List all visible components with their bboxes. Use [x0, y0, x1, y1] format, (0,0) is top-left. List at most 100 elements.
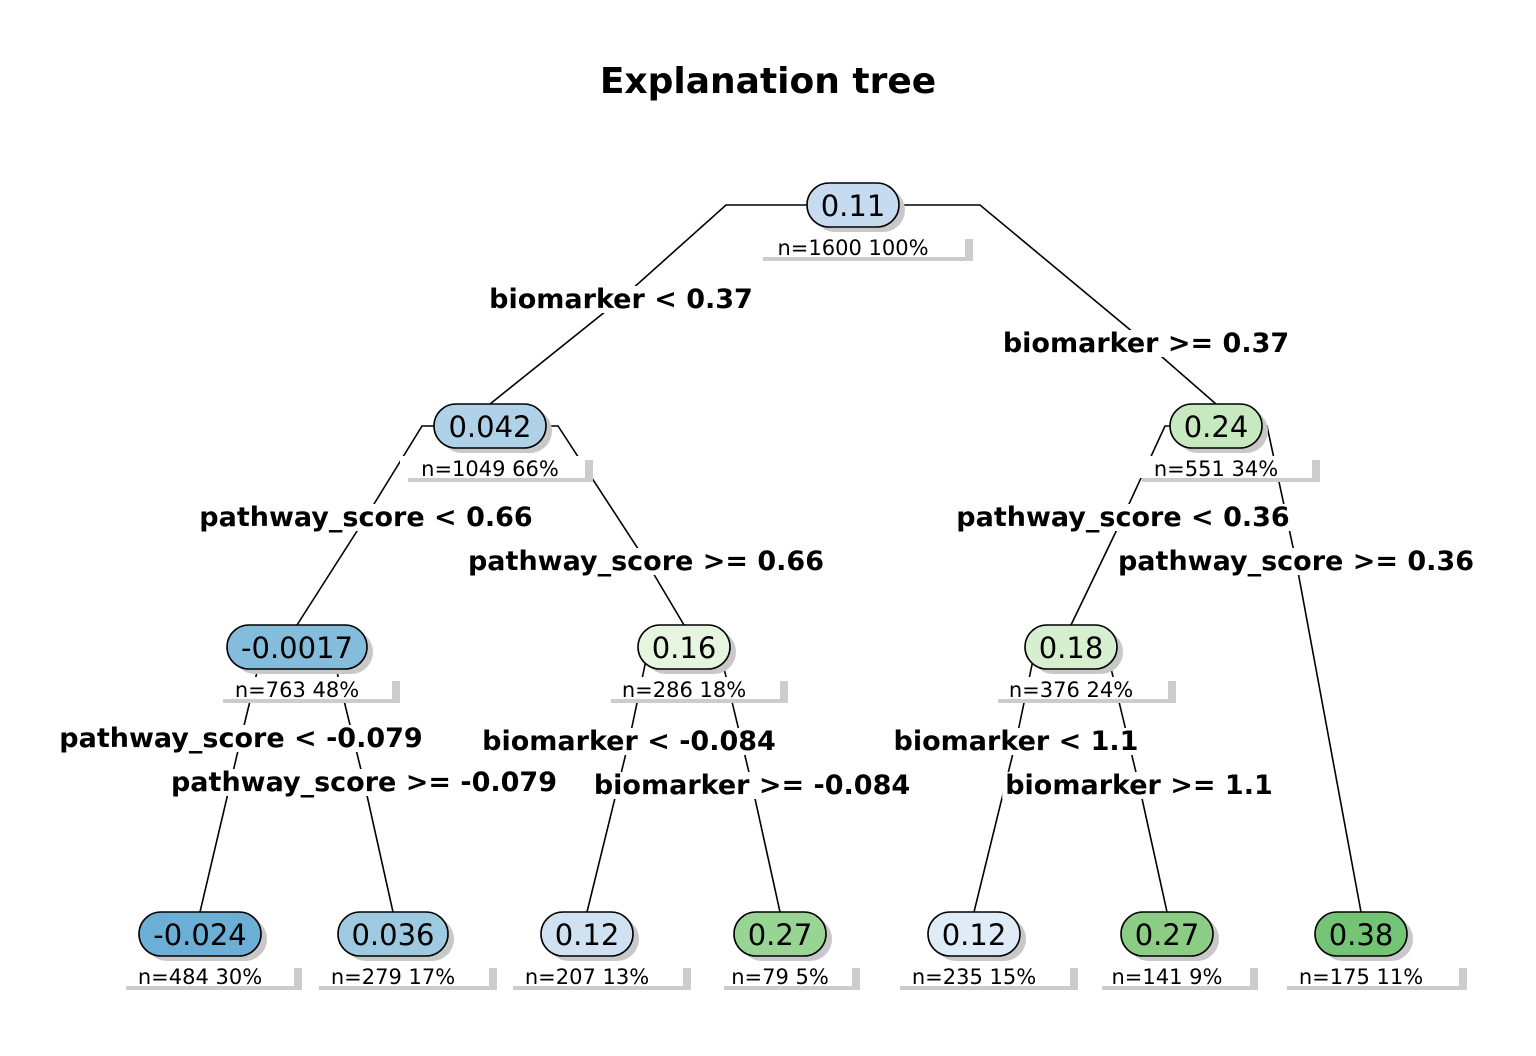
- split-label: biomarker < 1.1: [894, 726, 1139, 757]
- stat-box: [755, 235, 965, 257]
- split-label: pathway_score < 0.66: [199, 502, 532, 533]
- split-label-group: biomarker < -0.084: [479, 726, 779, 757]
- split-label-background: [1114, 548, 1478, 575]
- node-value: 0.042: [448, 410, 531, 444]
- split-label-group: biomarker >= 1.1: [1002, 770, 1276, 801]
- node-value: 0.12: [942, 918, 1007, 952]
- node-box: [1024, 624, 1118, 670]
- split-label-background: [590, 772, 914, 799]
- stat-box: [505, 964, 683, 986]
- split-label-background: [56, 725, 426, 752]
- node-stat: n=763 48%: [235, 678, 359, 702]
- node-stat: n=1049 66%: [421, 457, 559, 481]
- node-value: -0.024: [153, 918, 247, 952]
- split-label-background: [167, 769, 561, 796]
- split-label-background: [1002, 772, 1276, 799]
- leaf-node: 0.27: [733, 911, 832, 961]
- stat-box: [400, 456, 585, 478]
- split-label: biomarker < 0.37: [489, 284, 753, 315]
- chart-title: Explanation tree: [600, 61, 936, 102]
- node-box: [1169, 403, 1263, 449]
- node-box: [226, 624, 368, 670]
- leaf-node: 0.12: [540, 911, 639, 961]
- split-label: pathway_score >= 0.36: [1118, 546, 1474, 577]
- split-label-group: biomarker >= -0.084: [590, 770, 914, 801]
- leaf-node: 0.27: [1120, 911, 1219, 961]
- node-box: [733, 911, 827, 957]
- stat-box: [603, 677, 780, 699]
- split-edge: [546, 425, 685, 626]
- split-label-group: pathway_score < 0.66: [196, 502, 536, 533]
- stat-box: [892, 964, 1070, 986]
- node-value: 0.18: [1039, 631, 1104, 665]
- stat-box: [990, 677, 1168, 699]
- split-edge: [1262, 425, 1362, 913]
- split-label: biomarker >= 0.37: [1003, 328, 1289, 359]
- leaf-node: 0.036: [337, 911, 454, 961]
- split-label-background: [464, 548, 828, 575]
- split-label: biomarker >= 1.1: [1005, 770, 1273, 801]
- node-value: 0.12: [555, 918, 620, 952]
- node-box: [1314, 911, 1408, 957]
- stat-box: [1279, 964, 1459, 986]
- node-stat: n=175 11%: [1299, 965, 1423, 989]
- split-edge: [489, 204, 807, 405]
- split-node: 0.16: [637, 624, 736, 674]
- stat-box: [118, 964, 294, 986]
- split-label-group: pathway_score < 0.36: [953, 502, 1293, 533]
- split-label-background: [486, 286, 756, 313]
- node-box: [637, 624, 731, 670]
- split-label-group: pathway_score >= -0.079: [167, 767, 561, 798]
- node-stat: n=551 34%: [1154, 457, 1278, 481]
- node-stat: n=376 24%: [1009, 678, 1133, 702]
- split-node: 0.24: [1169, 403, 1268, 453]
- split-label: biomarker >= -0.084: [594, 770, 910, 801]
- node-value: 0.24: [1184, 410, 1249, 444]
- node-box: [1120, 911, 1214, 957]
- leaf-node: -0.024: [138, 911, 267, 961]
- stat-box: [215, 677, 392, 699]
- node-box: [337, 911, 449, 957]
- split-node: 0.042: [433, 403, 552, 453]
- stat-box: [1094, 964, 1250, 986]
- split-label: biomarker < -0.084: [482, 726, 776, 757]
- split-label-background: [999, 330, 1293, 357]
- node-box: [433, 403, 547, 449]
- split-label-background: [953, 504, 1293, 531]
- node-value: 0.27: [1135, 918, 1200, 952]
- leaf-node: 0.38: [1314, 911, 1413, 961]
- split-label-group: pathway_score >= 0.66: [464, 546, 828, 577]
- node-box: [138, 911, 262, 957]
- node-stat: n=1600 100%: [777, 236, 928, 260]
- split-node: 0.18: [1024, 624, 1123, 674]
- stat-box: [716, 964, 852, 986]
- split-label-group: biomarker >= 0.37: [999, 328, 1293, 359]
- node-stat: n=141 9%: [1112, 965, 1223, 989]
- node-box: [540, 911, 634, 957]
- node-box: [806, 182, 900, 228]
- node-value: 0.16: [652, 631, 717, 665]
- node-stat: n=286 18%: [622, 678, 746, 702]
- stat-box: [311, 964, 489, 986]
- split-label-background: [196, 504, 536, 531]
- split-label-group: biomarker < 0.37: [486, 284, 756, 315]
- node-stat: n=79 5%: [731, 965, 829, 989]
- split-node: -0.0017: [226, 624, 373, 674]
- node-value: 0.27: [748, 918, 813, 952]
- node-stat: n=279 17%: [331, 965, 455, 989]
- split-label-background: [479, 728, 779, 755]
- split-edge: [296, 425, 434, 626]
- split-edge: [899, 204, 1217, 405]
- split-label-group: pathway_score >= 0.36: [1114, 546, 1478, 577]
- node-stat: n=207 13%: [525, 965, 649, 989]
- node-value: 0.11: [821, 189, 886, 223]
- node-value: -0.0017: [241, 631, 353, 665]
- split-node: 0.11: [806, 182, 905, 232]
- node-stat: n=235 15%: [912, 965, 1036, 989]
- split-label-background: [890, 728, 1142, 755]
- node-stat: n=484 30%: [138, 965, 262, 989]
- split-label: pathway_score >= 0.66: [468, 546, 824, 577]
- stat-box: [1134, 456, 1312, 478]
- split-label: pathway_score < 0.36: [956, 502, 1289, 533]
